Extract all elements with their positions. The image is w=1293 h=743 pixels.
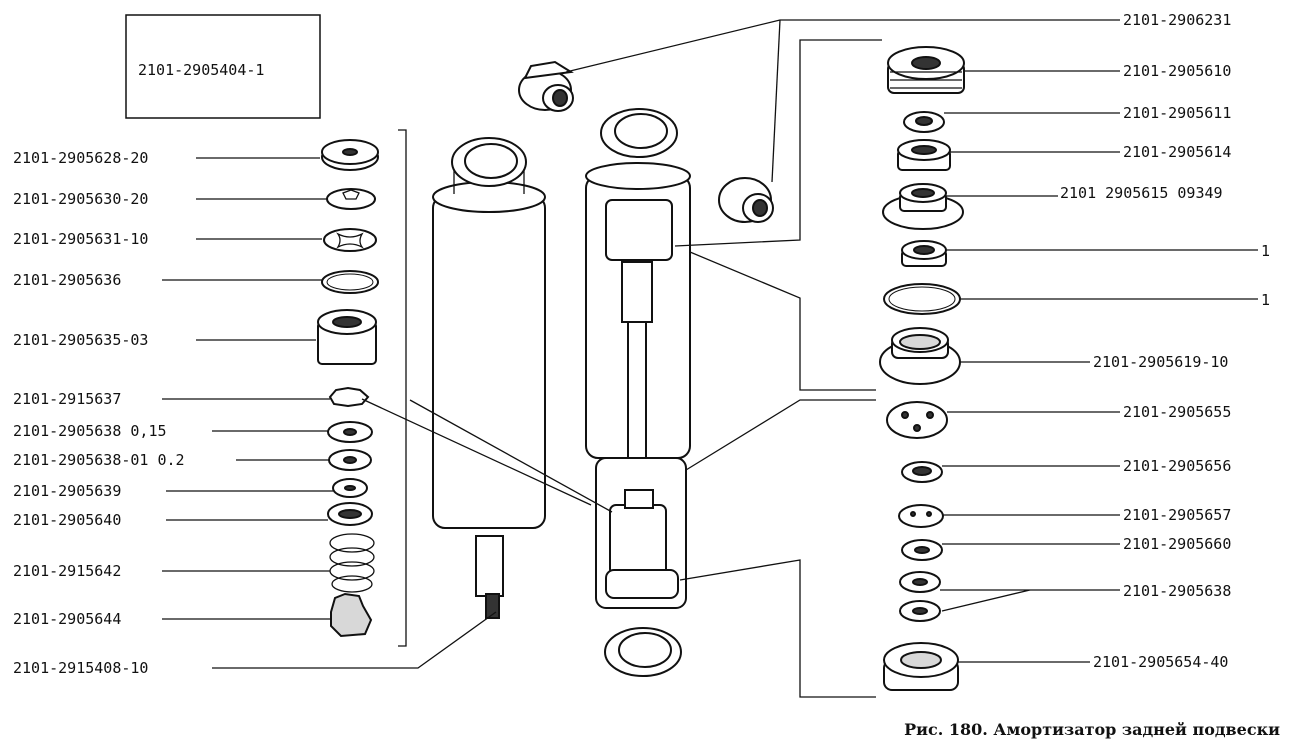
- part-label: 2101-2906231: [1123, 11, 1231, 29]
- part-label: 2101-2905655: [1123, 403, 1231, 421]
- part-label: 1: [1261, 242, 1270, 260]
- part-label: 2101-2905630-20: [13, 190, 148, 208]
- part-label: 2101-2905631-10: [13, 230, 148, 248]
- shock-absorber-assembled-left: [432, 137, 546, 619]
- part-label: 2101-2905654-40: [1093, 653, 1228, 671]
- part-label: 2101-2905638: [1123, 582, 1231, 600]
- left-labels: 2101-2905628-20 2101-2905630-20 2101-290…: [13, 149, 185, 677]
- part-label: 2101-2915637: [13, 390, 121, 408]
- part-label: 2101-2905619-10: [1093, 353, 1228, 371]
- figure-caption: Рис. 180. Амортизатор задней подвески: [904, 720, 1280, 739]
- inset-box: [125, 14, 321, 119]
- part-label: 2101 2905615 09349: [1060, 184, 1223, 202]
- part-label: 2101-2915642: [13, 562, 121, 580]
- part-label: 2101-2905640: [13, 511, 121, 529]
- right-parts-column: [879, 46, 965, 691]
- right-label-leaders: [942, 70, 1258, 663]
- part-label: 2101-2905614: [1123, 143, 1231, 161]
- left-parts-column: [317, 139, 379, 638]
- part-label: 2101-2905644: [13, 610, 121, 628]
- part-label: 2101-2905611: [1123, 104, 1231, 122]
- part-label: 2101-2905639: [13, 482, 121, 500]
- bushings: [518, 60, 774, 223]
- part-label: 2101-2905628-20: [13, 149, 148, 167]
- leader-lines: [212, 19, 1120, 698]
- part-label: 1: [1261, 291, 1270, 309]
- part-label: 2101-2905660: [1123, 535, 1231, 553]
- part-label: 2101-2915408-10: [13, 659, 148, 677]
- inset-box-label: 2101-2905404-1: [138, 61, 264, 79]
- part-label: 2101-2905657: [1123, 506, 1231, 524]
- part-label: 2101-2905636: [13, 271, 121, 289]
- part-label: 2101-2905638 0,15: [13, 422, 167, 440]
- part-label: 2101-2905656: [1123, 457, 1231, 475]
- left-label-leaders: [162, 157, 333, 620]
- part-label: 2101-2905638-01 0.2: [13, 451, 185, 469]
- part-label: 2101-2905635-03: [13, 331, 148, 349]
- right-labels: 2101-2906231 2101-2905610 2101-2905611 2…: [1060, 11, 1270, 671]
- part-label: 2101-2905610: [1123, 62, 1231, 80]
- shock-absorber-cutaway-center: [585, 108, 691, 677]
